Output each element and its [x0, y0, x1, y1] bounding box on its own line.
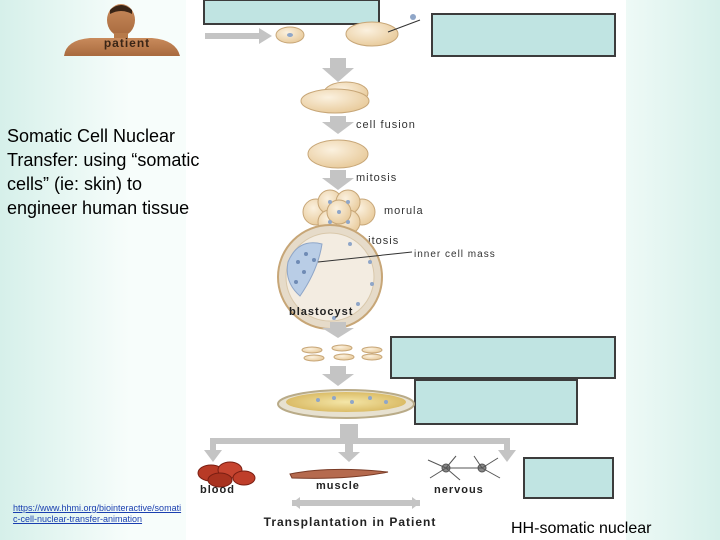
cultured-cells — [301, 344, 383, 362]
down-arrow-1 — [322, 58, 354, 82]
label-box-bottom-right — [523, 457, 614, 499]
nervous-tissue — [427, 455, 501, 481]
label-box-top — [203, 0, 380, 25]
down-arrow-5 — [322, 322, 354, 338]
fused-cells — [300, 81, 370, 114]
single-cell — [307, 139, 369, 169]
blastocyst — [277, 224, 413, 330]
label-cell-fusion: cell fusion — [356, 119, 416, 131]
label-blastocyst: blastocyst — [289, 306, 353, 318]
slide-heading: Somatic Cell Nuclear Transfer: using “so… — [7, 126, 200, 218]
hhmi-link[interactable]: https://www.hhmi.org/biointeractive/soma… — [13, 503, 182, 524]
egg-cell — [345, 21, 399, 47]
patient-figure: patient — [64, 4, 180, 56]
label-box-top-right — [431, 13, 616, 57]
branch-arrows — [204, 424, 516, 462]
label-muscle: muscle — [316, 480, 360, 492]
label-box-mid-2 — [414, 379, 578, 425]
footer-text: HH-somatic nuclear — [511, 520, 652, 537]
patient-label: patient — [104, 36, 150, 50]
blood-tissue — [197, 461, 256, 488]
top-row — [205, 14, 421, 47]
muscle-tissue — [289, 468, 389, 479]
down-arrow-3 — [322, 170, 354, 190]
petri-dish — [277, 389, 415, 419]
label-inner-cell-mass: inner cell mass — [414, 249, 496, 260]
label-morula: morula — [384, 205, 424, 217]
down-arrow-2 — [322, 116, 354, 134]
down-arrow-6 — [322, 366, 354, 386]
label-box-mid-1 — [390, 336, 616, 379]
label-blood: blood — [200, 484, 235, 496]
diagram-panel — [186, 0, 626, 540]
label-nervous: nervous — [434, 484, 484, 496]
transplant-arrow — [292, 497, 420, 509]
label-transplantation: Transplantation in Patient — [264, 515, 437, 529]
label-mitosis-1: mitosis — [356, 172, 397, 184]
